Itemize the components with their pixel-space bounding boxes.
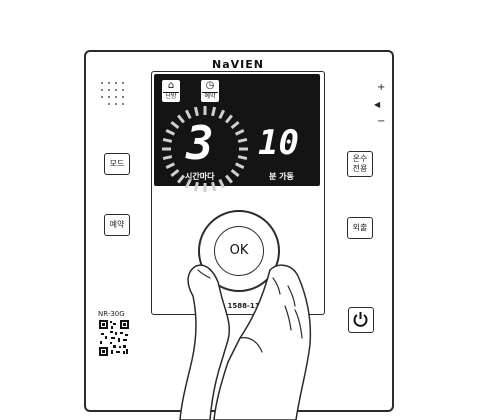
model-number: NR-30G — [98, 310, 125, 318]
speaker-grille-icon — [101, 82, 124, 105]
ring-segment — [230, 121, 240, 129]
ring-segment — [184, 178, 192, 189]
interval-ring-indicator — [162, 106, 248, 192]
ring-segment — [177, 114, 185, 124]
ring-segment — [184, 109, 192, 120]
ring-segment — [237, 155, 248, 161]
reservation-button[interactable]: 예약 — [104, 214, 130, 236]
heating-mode-indicator: ⌂ 난방 — [162, 80, 180, 102]
ring-segment — [218, 109, 226, 120]
interval-unit: 시간마다 — [185, 172, 215, 181]
service-phone-number: A/S 1588-1144 — [212, 302, 270, 310]
ring-segment — [237, 137, 248, 143]
volume-up-button[interactable]: + — [377, 82, 386, 93]
reservation-mode-label: 예약 — [202, 92, 218, 101]
run-value: 10 — [258, 123, 299, 163]
ring-segment — [218, 178, 226, 189]
ring-segment — [162, 155, 173, 161]
reservation-mode-indicator: ◷ 예약 — [201, 80, 219, 102]
ring-segment — [170, 121, 180, 129]
ring-segment — [234, 162, 245, 170]
house-icon: ⌂ — [167, 80, 175, 91]
ring-segment — [225, 174, 233, 184]
hot-water-label-line1: 온수 — [352, 154, 368, 163]
ring-segment — [193, 106, 199, 117]
ring-segment — [165, 162, 176, 170]
ring-segment — [177, 174, 185, 184]
brand-logo: NaVIEN — [212, 58, 264, 71]
ring-segment — [211, 181, 217, 192]
clock-icon: ◷ — [205, 80, 215, 91]
ring-segment — [193, 181, 199, 192]
ring-segment — [170, 169, 180, 177]
power-icon — [353, 312, 368, 327]
ring-segment — [162, 137, 173, 143]
power-button[interactable] — [348, 307, 374, 333]
ring-segment — [234, 128, 245, 136]
hot-water-only-button[interactable]: 온수 전용 — [347, 151, 373, 177]
run-unit: 분 가동 — [269, 172, 294, 181]
away-button[interactable]: 외출 — [347, 217, 373, 239]
qr-code — [99, 320, 129, 356]
ring-segment — [165, 128, 176, 136]
mode-button[interactable]: 모드 — [104, 153, 130, 175]
volume-down-button[interactable]: − — [377, 116, 386, 127]
speaker-icon: ◀ — [374, 100, 381, 109]
hot-water-label-line2: 전용 — [352, 164, 368, 173]
ring-segment — [225, 114, 233, 124]
display-screen — [154, 74, 320, 186]
ok-button[interactable]: OK — [214, 226, 264, 276]
ring-segment — [211, 106, 217, 117]
heating-mode-label: 난방 — [163, 92, 179, 101]
interval-value: 3 — [186, 116, 214, 170]
ring-segment — [230, 169, 240, 177]
